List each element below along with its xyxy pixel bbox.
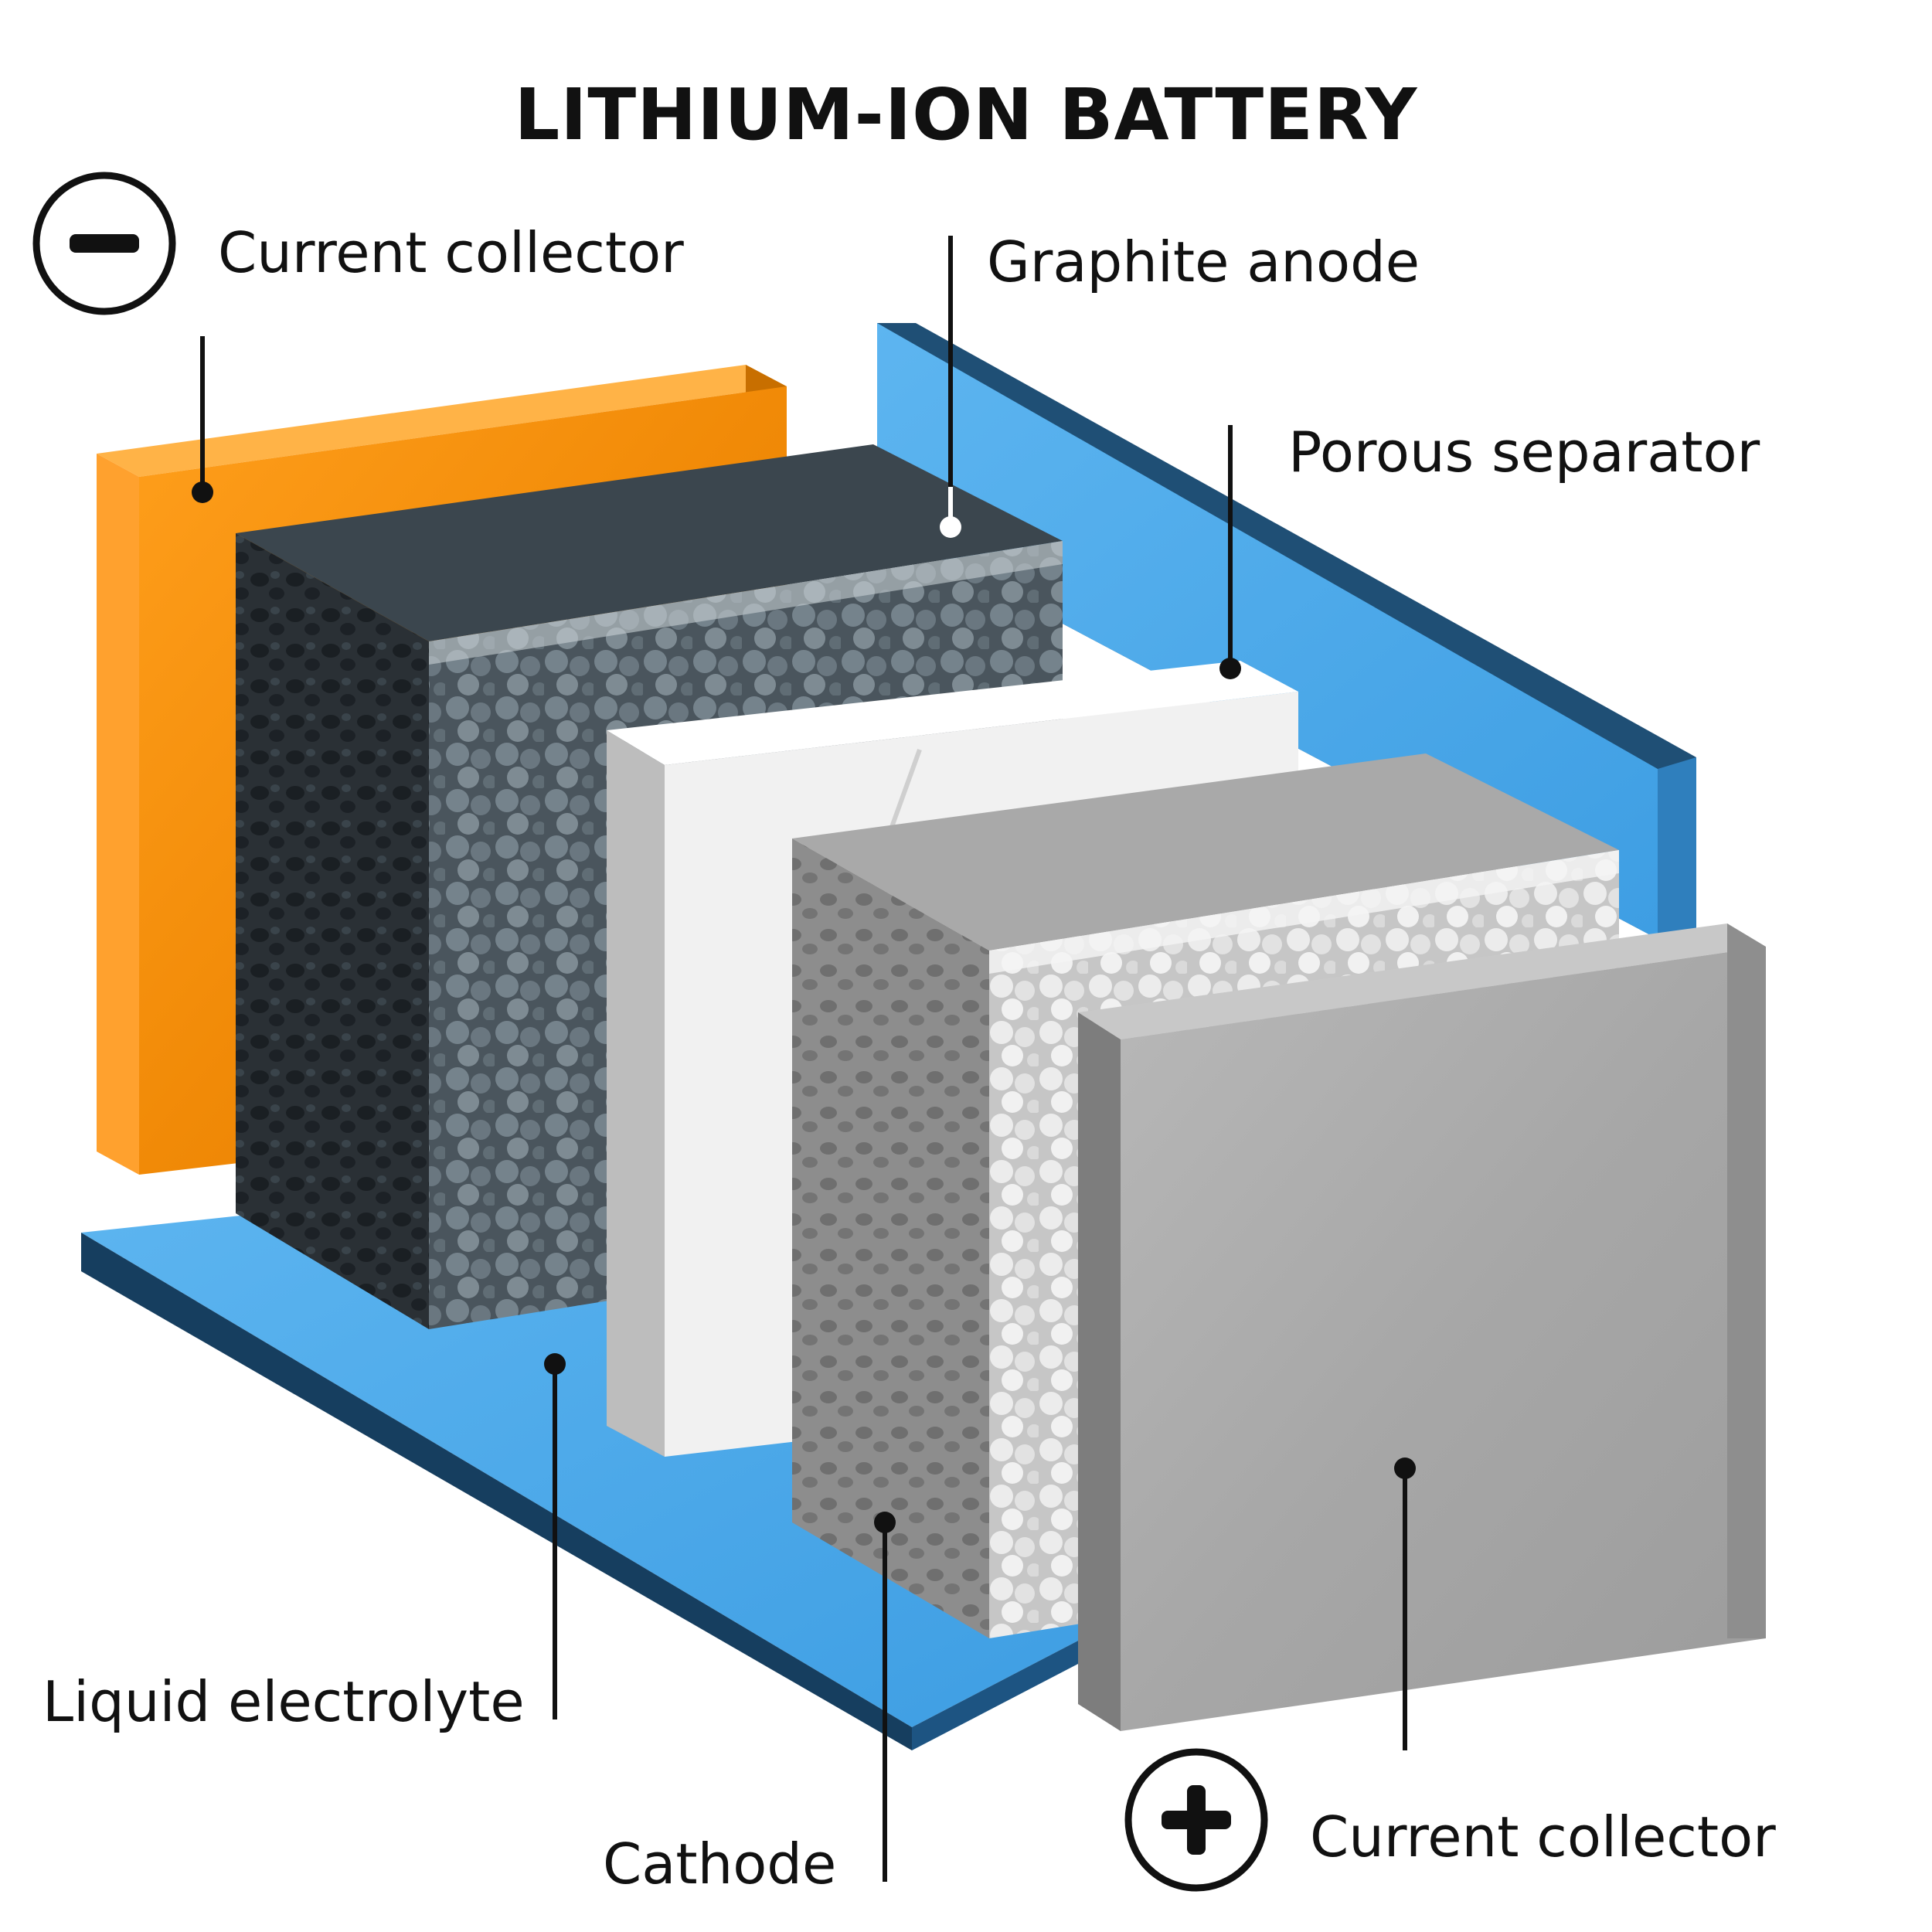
positive-terminal-icon xyxy=(1128,1752,1264,1888)
label-positive-current-collector: Current collector xyxy=(1310,1804,1776,1869)
label-negative-current-collector: Current collector xyxy=(218,220,684,285)
aluminum-current-collector xyxy=(1078,923,1766,1731)
label-porous-separator: Porous separator xyxy=(1288,420,1760,485)
negative-terminal-icon xyxy=(36,175,172,311)
diagram-title: LITHIUM-ION BATTERY xyxy=(0,73,1932,156)
label-graphite-anode: Graphite anode xyxy=(987,230,1420,294)
label-liquid-electrolyte: Liquid electrolyte xyxy=(43,1669,525,1734)
label-cathode: Cathode xyxy=(603,1832,836,1896)
